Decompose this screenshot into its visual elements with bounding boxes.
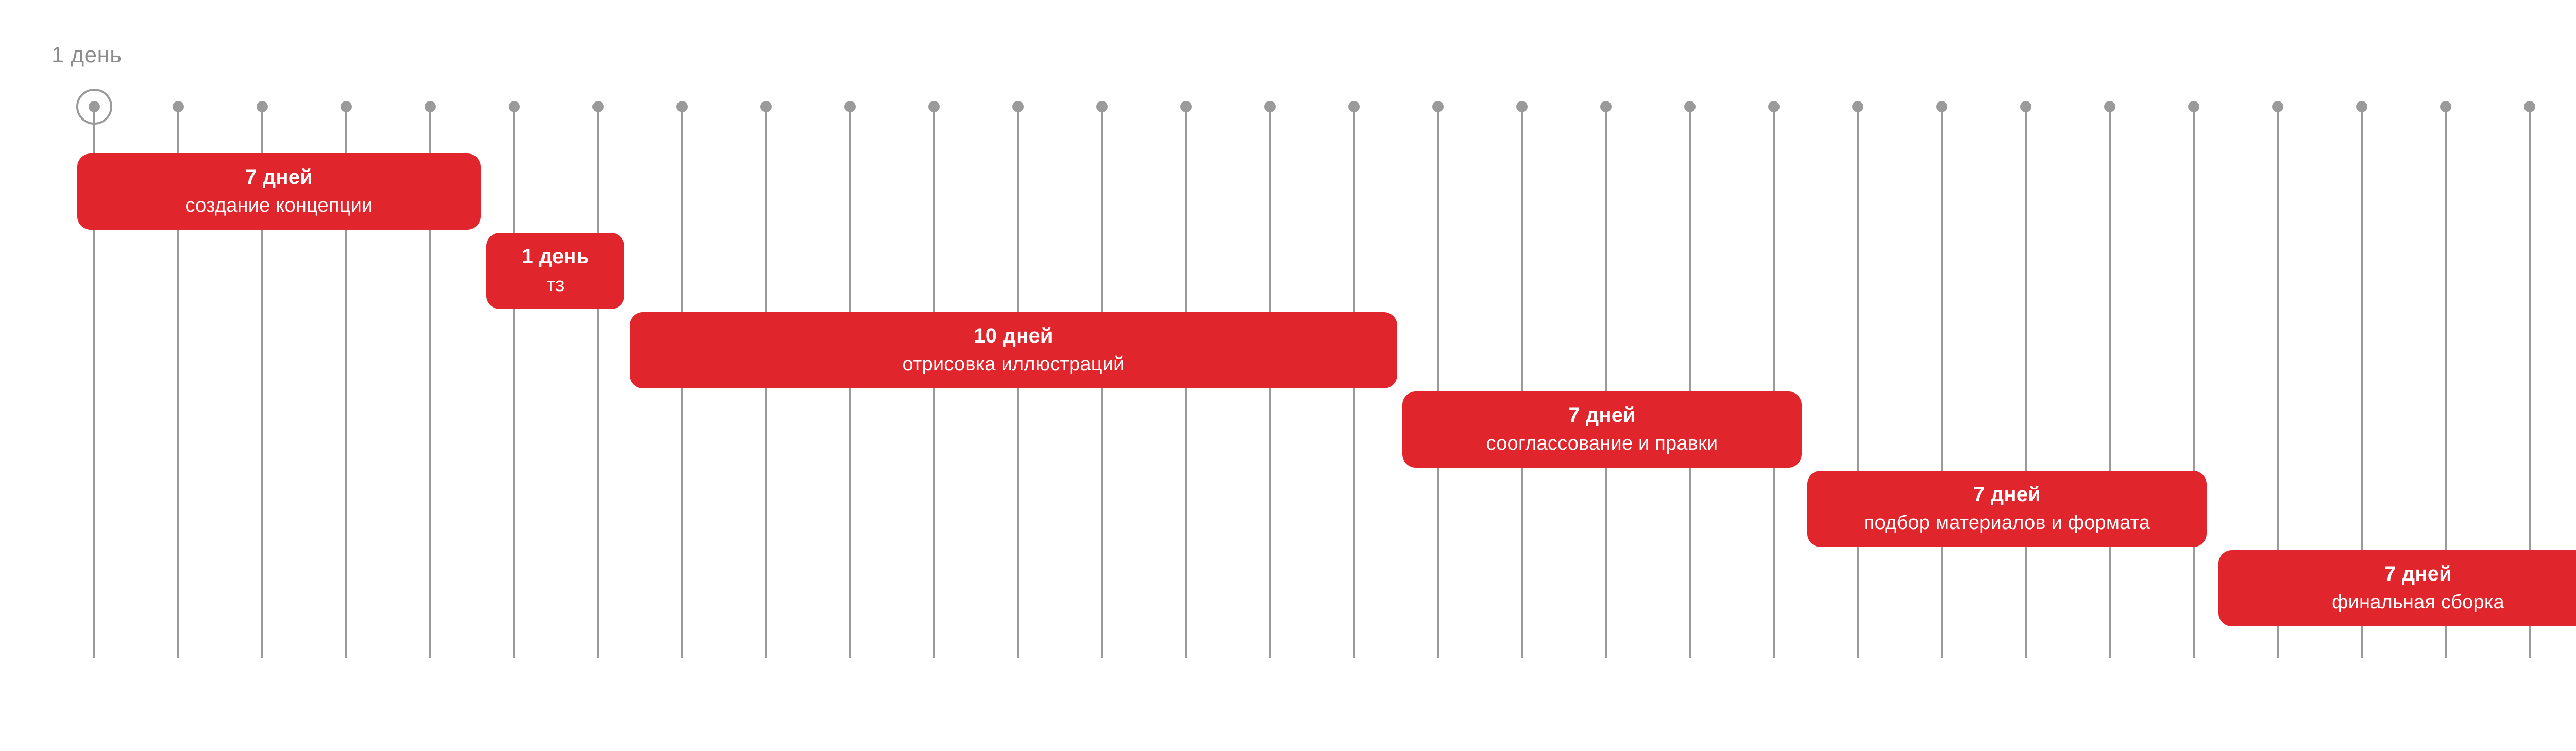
task-duration-label: 7 дней [1568,404,1636,427]
gridline-dot-icon [1180,101,1192,112]
gridline-dot-icon [341,101,352,112]
gridline [261,108,263,658]
gridline-dot-icon [425,101,436,112]
gridline [513,108,515,658]
gridline-dot-icon [2440,101,2451,112]
gridline [1437,108,1439,658]
gridline-dot-icon [2272,101,2283,112]
task-duration-label: 7 дней [2384,562,2452,586]
gridline-dot-icon [844,101,856,112]
gridline-dot-icon [1096,101,1108,112]
task-bar[interactable]: 7 дней подбор материалов и формата [1807,471,2207,547]
gridline-dot-icon [2020,101,2031,112]
gridline-dot-icon [2104,101,2115,112]
gridline-dot-icon [1348,101,1360,112]
task-bar[interactable]: 1 день тз [486,233,624,309]
gridline-dot-icon [509,101,520,112]
gridline [2109,108,2111,658]
gridline-dot-icon [1012,101,1024,112]
task-name-label: тз [546,274,565,296]
gridline [2277,108,2279,658]
task-duration-label: 10 дней [974,325,1053,348]
timeline-endpoint-ring-icon [76,89,112,125]
gridline-dot-icon [2524,101,2535,112]
gridline-dot-icon [257,101,268,112]
task-bar[interactable]: 7 дней сооглассование и правки [1402,391,1802,468]
gridline-dot-icon [1852,101,1863,112]
task-bar[interactable]: 7 дней создание концепции [77,153,481,230]
gridline [177,108,179,658]
task-duration-label: 7 дней [245,166,313,189]
task-name-label: отрисовка иллюстраций [902,353,1125,376]
gridline [2361,108,2363,658]
gridline [2025,108,2027,658]
task-name-label: финальная сборка [2332,591,2504,613]
task-duration-label: 1 день [521,245,589,268]
gridline [1773,108,1775,658]
gridline [429,108,431,658]
gridline [1689,108,1691,658]
gridline [93,108,95,658]
gridline-dot-icon [1936,101,1947,112]
gridline-dot-icon [89,101,100,112]
gridline-dot-icon [1768,101,1780,112]
gridline-dot-icon [1684,101,1696,112]
gridline-dot-icon [1264,101,1276,112]
gridline [345,108,347,658]
gridline-dot-icon [676,101,688,112]
task-bar[interactable]: 7 дней финальная сборка [2218,550,2576,626]
gridline-dot-icon [1516,101,1528,112]
gridline-dot-icon [1432,101,1444,112]
task-duration-label: 7 дней [1973,483,2041,506]
gridline-dot-icon [592,101,604,112]
gridline [1521,108,1523,658]
gridline-dot-icon [173,101,184,112]
gridline-dot-icon [2188,101,2199,112]
gridline [1857,108,1859,658]
gridline-dot-icon [928,101,940,112]
task-name-label: сооглассование и правки [1486,433,1718,455]
task-name-label: подбор материалов и формата [1863,512,2150,534]
task-bar[interactable]: 10 дней отрисовка иллюстраций [630,312,1397,388]
gridline [597,108,599,658]
gridline [2445,108,2447,658]
gridline-dot-icon [760,101,772,112]
gridline-dot-icon [1600,101,1612,112]
gridline [2193,108,2195,658]
gridline [1941,108,1943,658]
task-name-label: создание концепции [185,195,373,217]
gridline [1605,108,1607,658]
timeline-start-label: 1 день [52,42,122,67]
gridline [2529,108,2531,658]
gridline-dot-icon [2356,101,2367,112]
